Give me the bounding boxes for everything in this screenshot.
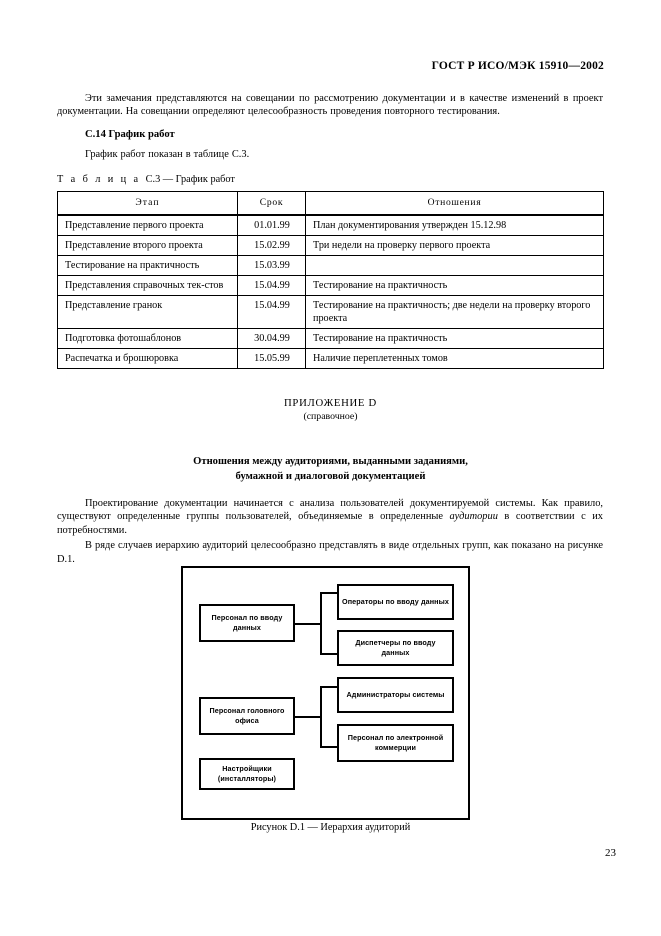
connector-line-branch-admins: [320, 686, 337, 688]
appendix-paragraph-1: Проектирование документации начинается с…: [57, 497, 603, 537]
table-row: Представление гранок 15.04.99 Тестирован…: [57, 295, 604, 330]
appendix-paragraph-1-part-b: в соответствии с их потребностями.: [57, 511, 603, 536]
connector-line-v-dataentry: [320, 592, 322, 655]
appendix-heading-line2: бумажной и диалоговой документацией: [235, 471, 426, 482]
intro-paragraph: Эти замечания представляются на совещани…: [57, 93, 603, 118]
appendix-title: ПРИЛОЖЕНИЕ D: [284, 397, 377, 409]
appendix-heading-line1: Отношения между аудиториями, выданными з…: [193, 456, 468, 467]
cell-date: 01.01.99: [237, 214, 306, 237]
page-number: 23: [605, 847, 616, 859]
table-row: Представление первого проекта 01.01.99 П…: [57, 214, 604, 237]
table-caption: Т а б л и ц а С.3 — График работ: [57, 173, 603, 186]
figure-box-system-administrators: Администраторы системы: [337, 677, 454, 713]
figure-box-installers: Настройщики (инсталляторы): [199, 758, 295, 790]
appendix-paragraph-2: В ряде случаев иерархию аудиторий целесо…: [57, 540, 603, 565]
appendix-term-audiences: аудитории: [449, 511, 498, 523]
table-caption-text: С.3 — График работ: [145, 174, 235, 186]
cell-date: 15.04.99: [237, 275, 306, 297]
appendix-subtitle: (справочное): [303, 411, 358, 422]
cell-stage: Распечатка и брошюровка: [57, 348, 238, 370]
cell-date: 15.02.99: [237, 235, 306, 257]
cell-relation: Наличие переплетенных томов: [305, 348, 604, 370]
figure-box-head-office-personnel: Персонал головного офиса: [199, 697, 295, 735]
table-header-row: Этап Срок Отношения: [57, 191, 604, 217]
appendix-body: Проектирование документации начинается с…: [57, 497, 603, 568]
intro-section: Эти замечания представляются на совещани…: [57, 92, 604, 370]
figure-box-ecommerce-personnel: Персонал по электронной коммерции: [337, 724, 454, 762]
column-header-date: Срок: [237, 191, 306, 217]
cell-relation: [305, 255, 604, 277]
figure-box-data-entry-dispatchers: Диспетчеры по вводу данных: [337, 630, 454, 666]
table-row: Тестирование на практичность 15.03.99: [57, 255, 604, 277]
connector-line-branch-operators: [320, 592, 337, 594]
table-caption-label: Т а б л и ц а: [57, 174, 141, 186]
schedule-table: Этап Срок Отношения Представление первог…: [57, 191, 604, 370]
section-heading-c14: С.14 График работ: [85, 128, 175, 140]
connector-line-h-headoffice: [295, 716, 322, 718]
column-header-relation: Отношения: [305, 191, 604, 217]
column-header-stage: Этап: [57, 191, 238, 217]
cell-stage: Представления справочных тек-стов: [57, 275, 238, 297]
table-row: Подготовка фотошаблонов 30.04.99 Тестиро…: [57, 328, 604, 350]
figure-box-data-entry-operators: Операторы по вводу данных: [337, 584, 454, 620]
figure-caption: Рисунок D.1 — Иерархия аудиторий: [250, 822, 411, 833]
figure-d1: Персонал по вводу данных Персонал головн…: [181, 566, 470, 820]
cell-relation: План документирования утвержден 15.12.98: [305, 214, 604, 237]
connector-line-branch-dispatchers: [320, 653, 337, 655]
cell-stage: Представление второго проекта: [57, 235, 238, 257]
appendix-heading: Отношения между аудиториями, выданными з…: [0, 454, 661, 484]
connector-line-branch-ecommerce: [320, 746, 337, 748]
cell-stage: Представление первого проекта: [57, 214, 238, 237]
figure-box-data-entry-personnel: Персонал по вводу данных: [199, 604, 295, 642]
table-row: Распечатка и брошюровка 15.05.99 Наличие…: [57, 348, 604, 370]
cell-stage: Тестирование на практичность: [57, 255, 238, 277]
cell-date: 15.05.99: [237, 348, 306, 370]
cell-date: 15.04.99: [237, 295, 306, 330]
cell-relation: Тестирование на практичность: [305, 328, 604, 350]
cell-relation: Три недели на проверку первого проекта: [305, 235, 604, 257]
cell-date: 30.04.99: [237, 328, 306, 350]
appendix-paragraph-1-part-a: Проектирование документации начинается с…: [57, 498, 603, 523]
connector-line-h-dataentry: [295, 623, 322, 625]
document-header: ГОСТ Р ИСО/МЭК 15910—2002: [431, 60, 604, 72]
cell-stage: Представление гранок: [57, 295, 238, 330]
connector-line-v-headoffice: [320, 686, 322, 748]
cell-stage: Подготовка фотошаблонов: [57, 328, 238, 350]
cell-relation: Тестирование на практичность: [305, 275, 604, 297]
section-text-c14: График работ показан в таблице С.3.: [85, 148, 250, 160]
table-row: Представления справочных тек-стов 15.04.…: [57, 275, 604, 297]
cell-date: 15.03.99: [237, 255, 306, 277]
table-row: Представление второго проекта 15.02.99 Т…: [57, 235, 604, 257]
cell-relation: Тестирование на практичность; две недели…: [305, 295, 604, 330]
